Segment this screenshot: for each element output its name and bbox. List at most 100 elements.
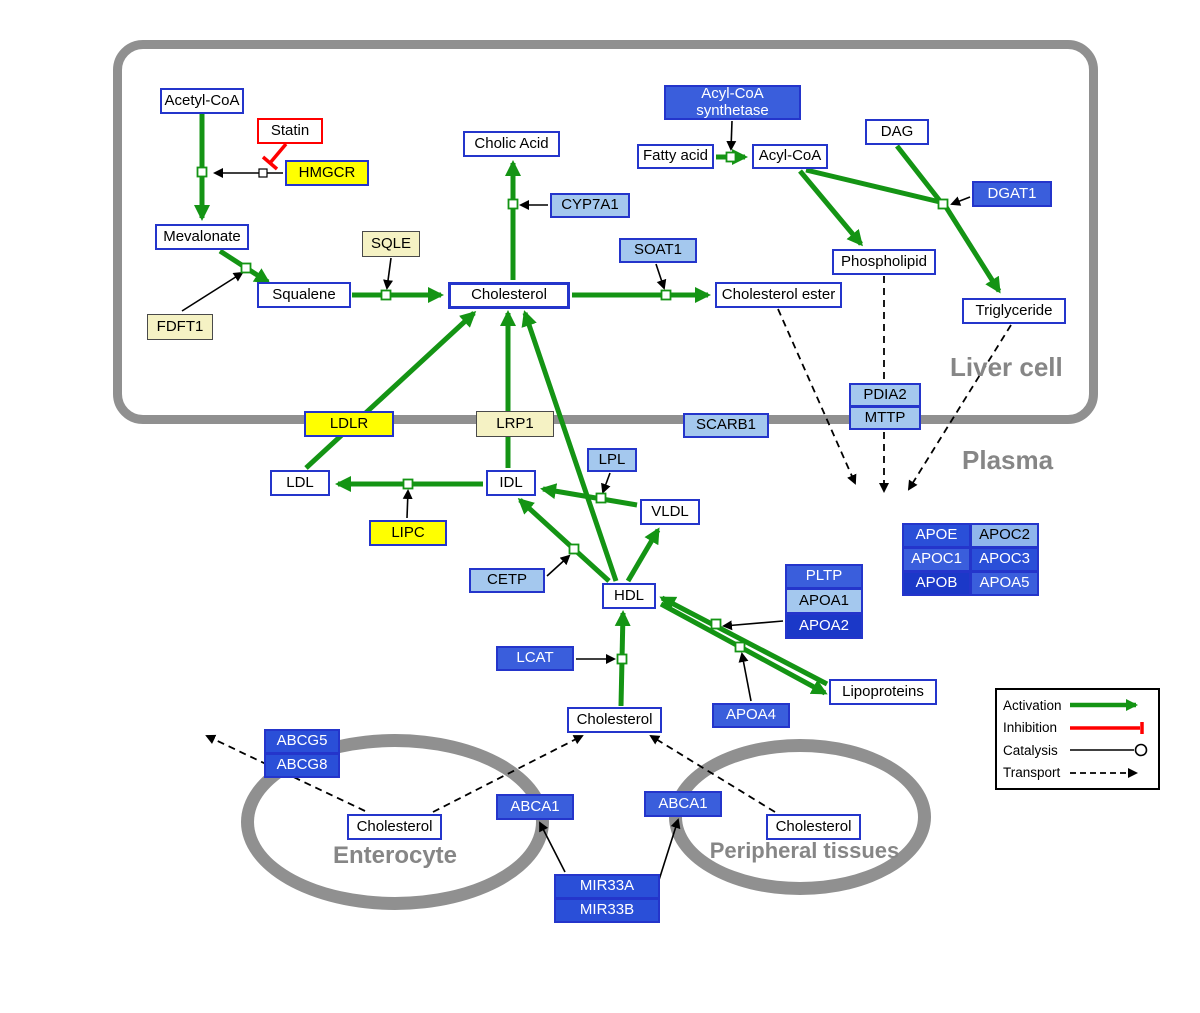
edge-junction-to-triglyceride xyxy=(943,205,1002,294)
node-cholesterol-liver[interactable]: Cholesterol xyxy=(448,282,570,309)
node-acyl-coa-synthetase[interactable]: Acyl-CoA synthetase xyxy=(664,85,801,120)
legend-row-inhibition: Inhibition xyxy=(1003,717,1152,739)
node-cholesterol-peripheral[interactable]: Cholesterol xyxy=(766,814,861,840)
inhibition-edge xyxy=(261,142,288,171)
node-apoa5[interactable]: APOA5 xyxy=(970,571,1039,596)
node-mir33a[interactable]: MIR33A xyxy=(554,874,660,899)
reaction-junction xyxy=(380,289,392,301)
reaction-junction xyxy=(240,262,252,274)
node-sqle[interactable]: SQLE xyxy=(362,231,420,257)
node-apoa4[interactable]: APOA4 xyxy=(712,703,790,728)
node-abcg5[interactable]: ABCG5 xyxy=(264,729,340,754)
legend-row-activation: Activation xyxy=(1003,694,1152,716)
node-squalene[interactable]: Squalene xyxy=(257,282,351,308)
liver-cell-label: Liver cell xyxy=(950,352,1063,382)
node-acetyl-coa[interactable]: Acetyl-CoA xyxy=(160,88,244,114)
node-apob[interactable]: APOB xyxy=(902,571,971,596)
transport-dashed-arrow-icon xyxy=(1070,767,1138,778)
reaction-junction xyxy=(568,543,580,555)
edge-cholesterolester-transport xyxy=(777,308,857,485)
legend-activation-label: Activation xyxy=(1003,697,1062,713)
node-lrp1[interactable]: LRP1 xyxy=(476,411,554,437)
node-pltp[interactable]: PLTP xyxy=(785,564,863,589)
node-soat1[interactable]: SOAT1 xyxy=(619,238,697,263)
catalysis-circle-icon xyxy=(1070,743,1148,757)
node-mir33b[interactable]: MIR33B xyxy=(554,898,660,923)
node-apoc2[interactable]: APOC2 xyxy=(970,523,1039,548)
edge-ldl-to-cholesterol xyxy=(304,310,477,470)
node-idl[interactable]: IDL xyxy=(486,470,536,496)
node-apoe[interactable]: APOE xyxy=(902,523,971,548)
edge-peripheral-cholesterol-efflux xyxy=(649,734,776,813)
node-apoc3[interactable]: APOC3 xyxy=(970,547,1039,572)
reaction-junctions xyxy=(196,151,949,665)
reaction-junction xyxy=(616,653,628,665)
node-hdl[interactable]: HDL xyxy=(602,583,656,609)
legend-row-transport: Transport xyxy=(1003,762,1152,784)
node-ldlr[interactable]: LDLR xyxy=(304,411,394,437)
node-cetp[interactable]: CETP xyxy=(469,568,545,593)
node-apoa2[interactable]: APOA2 xyxy=(785,613,863,639)
enterocyte-label: Enterocyte xyxy=(332,842,458,869)
node-fatty-acid[interactable]: Fatty acid xyxy=(637,144,714,169)
node-dag[interactable]: DAG xyxy=(865,119,929,145)
statin-target-junction xyxy=(258,168,268,178)
node-phospholipid[interactable]: Phospholipid xyxy=(832,249,936,275)
node-dgat1[interactable]: DGAT1 xyxy=(972,181,1052,207)
edge-triglyceride-transport xyxy=(907,324,1012,491)
node-scarb1[interactable]: SCARB1 xyxy=(683,413,769,438)
legend-inhibition-label: Inhibition xyxy=(1003,720,1058,736)
statin-inhibition-bar xyxy=(261,155,279,171)
node-cholic-acid[interactable]: Cholic Acid xyxy=(463,131,560,157)
activation-edges xyxy=(194,114,1002,707)
node-abca1-enterocyte[interactable]: ABCA1 xyxy=(496,794,574,820)
edge-cetp-catalysis xyxy=(546,554,571,577)
legend: Activation Inhibition Catalysis Transpor… xyxy=(995,688,1160,790)
reaction-junction xyxy=(196,166,208,178)
edge-acylcoa-to-phospholipid xyxy=(798,169,863,247)
node-cholesterol-plasma[interactable]: Cholesterol xyxy=(567,707,662,733)
plasma-label: Plasma xyxy=(962,445,1054,475)
node-lipoproteins[interactable]: Lipoproteins xyxy=(829,679,937,705)
node-vldl[interactable]: VLDL xyxy=(640,499,700,525)
edge-hdl-to-idl xyxy=(517,497,611,583)
reaction-junction xyxy=(734,641,746,653)
node-cholesterol-enterocyte[interactable]: Cholesterol xyxy=(347,814,442,840)
edge-sqle-catalysis xyxy=(383,257,394,290)
liver-cell-membrane xyxy=(113,40,1098,424)
node-mevalonate[interactable]: Mevalonate xyxy=(155,224,249,250)
node-fdft1[interactable]: FDFT1 xyxy=(147,314,213,340)
catalysis-edges xyxy=(181,120,971,881)
node-lcat[interactable]: LCAT xyxy=(496,646,574,671)
node-lipc[interactable]: LIPC xyxy=(369,520,447,546)
edge-apoa4-catalysis xyxy=(738,652,752,702)
reaction-junction xyxy=(710,618,722,630)
node-ldl[interactable]: LDL xyxy=(270,470,330,496)
legend-transport-label: Transport xyxy=(1003,765,1061,781)
node-hmgcr[interactable]: HMGCR xyxy=(285,160,369,186)
edge-lipc-catalysis xyxy=(402,489,413,519)
node-pdia2[interactable]: PDIA2 xyxy=(849,383,921,407)
reaction-junction xyxy=(660,289,672,301)
node-abca1-peripheral[interactable]: ABCA1 xyxy=(644,791,722,817)
node-statin[interactable]: Statin xyxy=(257,118,323,144)
node-triglyceride[interactable]: Triglyceride xyxy=(962,298,1066,324)
edge-apoa-stack-catalysis xyxy=(722,620,784,631)
node-cholesterol-ester[interactable]: Cholesterol ester xyxy=(715,282,842,308)
node-cyp7a1[interactable]: CYP7A1 xyxy=(550,193,630,218)
edge-mir33-to-abca1-enterocyte xyxy=(539,821,566,873)
node-apoa1[interactable]: APOA1 xyxy=(785,588,863,614)
edge-hdl-to-cholesterol xyxy=(521,310,619,582)
edge-enterocyte-cholesterol-efflux xyxy=(432,735,584,813)
edge-vldl-to-idl xyxy=(540,483,638,508)
legend-catalysis-label: Catalysis xyxy=(1003,742,1058,758)
peripheral-tissues-label: Peripheral tissues xyxy=(709,838,900,863)
node-lpl[interactable]: LPL xyxy=(587,448,637,472)
node-apoc1[interactable]: APOC1 xyxy=(902,547,971,572)
node-abcg8[interactable]: ABCG8 xyxy=(264,753,340,778)
node-acyl-coa[interactable]: Acyl-CoA xyxy=(752,144,828,169)
node-mttp[interactable]: MTTP xyxy=(849,406,921,430)
reaction-junction xyxy=(507,198,519,210)
